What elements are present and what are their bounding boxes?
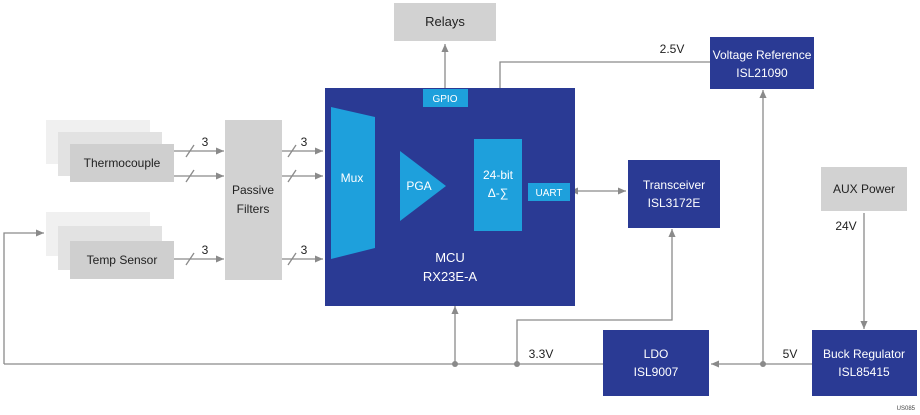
uart-label: UART xyxy=(535,188,562,199)
bus-width-label: 3 xyxy=(202,243,209,257)
voltage-reference-part: ISL21090 xyxy=(736,66,788,80)
thermocouple-label: Thermocouple xyxy=(84,156,161,170)
gpio-tag: GPIO xyxy=(423,89,468,107)
voltage-reference-title: Voltage Reference xyxy=(713,48,812,62)
temp-sensor-label: Temp Sensor xyxy=(87,253,158,267)
vref-voltage-label: 2.5V xyxy=(660,42,685,56)
bus-width-label: 3 xyxy=(202,135,209,149)
passive-filters-line2: Filters xyxy=(237,202,270,216)
buck-regulator-part: ISL85415 xyxy=(838,365,890,379)
transceiver-title: Transceiver xyxy=(643,178,705,192)
transceiver-part: ISL3172E xyxy=(648,196,701,210)
bus-slash xyxy=(287,169,297,183)
adc-block: 24-bit Δ-∑ xyxy=(474,139,522,231)
mux-block: Mux xyxy=(331,107,375,259)
bus-slash xyxy=(185,252,195,266)
3v3-to-transceiver-line xyxy=(516,229,676,364)
junction-dots xyxy=(452,361,766,367)
mcu-part: RX23E-A xyxy=(423,269,478,284)
aux-power-block: AUX Power xyxy=(821,167,907,211)
voltage-reference-block: Voltage Reference ISL21090 xyxy=(710,37,814,89)
ldo-part: ISL9007 xyxy=(634,365,679,379)
mux-label: Mux xyxy=(341,171,364,185)
bus-slashes xyxy=(185,144,297,266)
temp-sensor-block: Temp Sensor xyxy=(46,212,174,279)
relays-label: Relays xyxy=(425,14,465,29)
3v3-rail-label: 3.3V xyxy=(529,347,554,361)
bus-width-label: 3 xyxy=(301,135,308,149)
buck-regulator-block: Buck Regulator ISL85415 xyxy=(812,330,917,396)
ldo-block: LDO ISL9007 xyxy=(603,330,709,396)
adc-resolution: 24-bit xyxy=(483,168,514,182)
aux-voltage-label: 24V xyxy=(835,219,856,233)
junction-dot xyxy=(760,361,766,367)
transceiver-block: Transceiver ISL3172E xyxy=(628,160,720,228)
bus-slash xyxy=(185,169,195,183)
bus-slash xyxy=(287,144,297,158)
passive-filters-line1: Passive xyxy=(232,183,274,197)
uart-tag: UART xyxy=(528,183,570,201)
5v-rail-label: 5V xyxy=(783,347,798,361)
passive-filters-block: Passive Filters xyxy=(225,120,282,280)
pga-block: PGA xyxy=(400,151,446,221)
bus-slash xyxy=(287,252,297,266)
pga-label: PGA xyxy=(406,179,431,193)
relays-block: Relays xyxy=(394,3,496,41)
bus-slash xyxy=(185,144,195,158)
figure-id: US085 xyxy=(897,406,916,412)
junction-dot xyxy=(514,361,520,367)
mcu-title: MCU xyxy=(435,250,465,265)
gpio-label: GPIO xyxy=(432,94,457,105)
bus-width-label: 3 xyxy=(301,243,308,257)
junction-dot xyxy=(452,361,458,367)
thermocouple-block: Thermocouple xyxy=(46,120,174,182)
adc-type: Δ-∑ xyxy=(488,186,509,200)
3v3-to-temp-sensor-line xyxy=(3,229,44,364)
ldo-title: LDO xyxy=(644,347,669,361)
buck-regulator-title: Buck Regulator xyxy=(823,347,905,361)
aux-power-label: AUX Power xyxy=(833,182,895,196)
